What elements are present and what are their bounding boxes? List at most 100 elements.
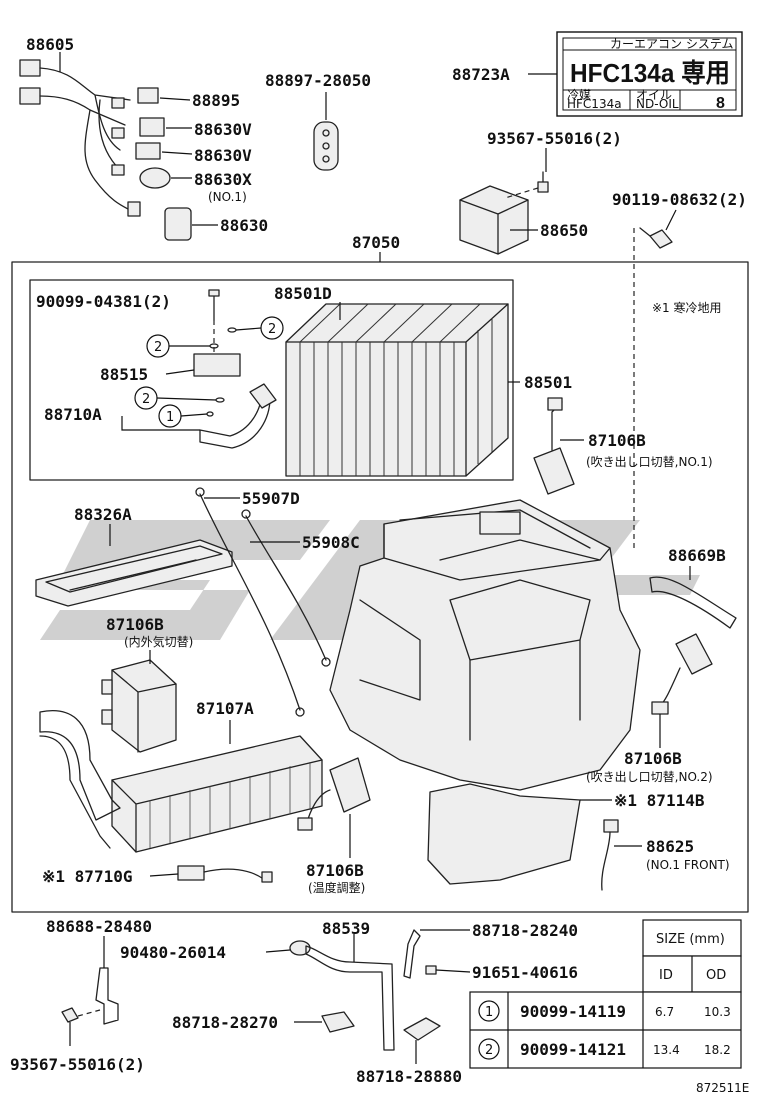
label-88625: 88625 [646, 837, 694, 856]
size-row-2-id: 13.4 [653, 1043, 680, 1057]
screw-93567-top [537, 171, 549, 193]
label-88630v-a: 88630V [194, 120, 252, 139]
label-90119: 90119-08632(2) [612, 190, 747, 209]
size-row-1-ref: 1 [485, 1005, 493, 1020]
label-88630v-b: 88630V [194, 146, 252, 165]
label-55908c: 55908C [302, 533, 360, 552]
svg-text:2: 2 [268, 322, 276, 337]
label-88625-note: (NO.1 FRONT) [646, 858, 730, 872]
label-90480: 90480-26014 [120, 943, 226, 962]
duct-88669b [649, 576, 737, 629]
servo-87106b-temperature [297, 757, 371, 831]
label-87106b-no1-note: (吹き出し口切替,NO.1) [586, 455, 713, 469]
svg-text:1: 1 [166, 410, 174, 425]
rod-55907d [199, 493, 301, 711]
heater-unit-housing [329, 499, 641, 791]
hfc-label-refrigerant: 冷媒 [567, 88, 591, 102]
evaporator-88501 [285, 303, 509, 477]
label-88723a: 88723A [452, 65, 510, 84]
label-87107a: 87107A [196, 699, 254, 718]
part-87710g [177, 865, 273, 883]
label-93567-top: 93567-55016(2) [487, 129, 622, 148]
size-row-2-ref: 2 [485, 1043, 493, 1058]
label-cold-climate-note: ※1 寒冷地用 [652, 300, 722, 315]
label-87106b-no1: 87106B [588, 431, 646, 450]
size-row-2-part: 90099-14121 [520, 1040, 626, 1059]
size-row-1-od: 10.3 [704, 1005, 731, 1019]
bolt-91651 [425, 965, 437, 975]
filter-88326a [35, 539, 233, 607]
bracket-88688 [95, 967, 119, 1025]
label-87106b-no2-note: (吹き出し口切替,NO.2) [586, 770, 713, 784]
label-88605: 88605 [26, 35, 74, 54]
case-87114b [427, 783, 581, 885]
size-row-1-part: 90099-14119 [520, 1002, 626, 1021]
svg-text:2: 2 [142, 392, 150, 407]
label-87050: 87050 [352, 233, 400, 252]
label-88718-28240: 88718-28240 [472, 921, 578, 940]
label-88897: 88897-28050 [265, 71, 371, 90]
connector-88630v-b [135, 142, 161, 160]
label-88895: 88895 [192, 91, 240, 110]
servo-87106b-air-intake [101, 659, 177, 753]
size-row-1-ref-circle [478, 1000, 500, 1022]
wire-harness-88605 [19, 59, 141, 217]
servo-87106b-no1 [533, 397, 575, 495]
size-row-2-od: 18.2 [704, 1043, 731, 1057]
sensor-88630x [139, 167, 171, 189]
hfc-label-main: HFC134a 専用 [570, 58, 730, 88]
size-row-1-id: 6.7 [655, 1005, 674, 1019]
label-88718-28880: 88718-28880 [356, 1067, 462, 1086]
label-87106b-no2: 87106B [624, 749, 682, 768]
label-91651: 91651-40616 [472, 963, 578, 982]
size-row-2-ref-circle [478, 1038, 500, 1060]
evaporator-subassembly-frame [29, 279, 514, 481]
label-88630x-note: (NO.1) [208, 190, 247, 204]
o-ring-1 [206, 411, 214, 417]
hfc-label-oil: オイル [636, 88, 672, 102]
label-88539: 88539 [322, 919, 370, 938]
hfc-label-refrigerant-value: HFC134a [567, 97, 622, 111]
sensor-88630 [164, 207, 192, 241]
o-ring-2b [227, 327, 237, 333]
hfc-caution-label: カーエアコン システム HFC134a 専用 冷媒 HFC134a オイル ND… [556, 31, 743, 117]
label-88718-28270: 88718-28270 [172, 1013, 278, 1032]
clip-88718-28880 [403, 1017, 441, 1041]
callout-2-middle: 2 [146, 334, 170, 358]
label-87106b-temperature: 87106B [306, 861, 364, 880]
hfc-label-header: カーエアコン システム [610, 37, 733, 51]
label-88669b: 88669B [668, 546, 726, 565]
label-87114b: ※1 87114B [614, 791, 705, 810]
label-88630: 88630 [220, 216, 268, 235]
size-table: SIZE (mm) ID OD 1 90099-14119 6.7 10.3 2… [469, 919, 742, 1069]
sensor-88625 [601, 819, 619, 891]
label-88326a: 88326A [74, 505, 132, 524]
rod-55908c [245, 515, 327, 661]
grommet-90480 [289, 940, 311, 956]
callout-2-top: 2 [260, 316, 284, 340]
amplifier-88650 [459, 185, 529, 255]
clip-88718-28270 [321, 1011, 355, 1033]
tube-88710a [199, 383, 277, 449]
o-ring-2a [209, 343, 219, 349]
bolt-90099-04381 [208, 289, 220, 321]
expansion-valve-88515 [193, 353, 241, 377]
label-88515: 88515 [100, 365, 148, 384]
label-88501: 88501 [524, 373, 572, 392]
label-88650: 88650 [540, 221, 588, 240]
grommet-88897 [313, 121, 339, 171]
label-55907d: 55907D [242, 489, 300, 508]
label-90099-04381: 90099-04381(2) [36, 292, 171, 311]
heater-core-87107a [39, 710, 323, 853]
connector-88895 [137, 87, 159, 104]
label-87106b-temperature-note: (温度調整) [308, 880, 365, 895]
label-87106b-air-intake: 87106B [106, 615, 164, 634]
label-88630x: 88630X [194, 170, 252, 189]
callout-1-lower: 1 [158, 404, 182, 428]
callout-2-lower: 2 [134, 386, 158, 410]
clamp-88718-28240 [403, 929, 421, 979]
drain-hose-88539 [305, 945, 395, 1051]
connector-88630v-a [139, 117, 165, 137]
